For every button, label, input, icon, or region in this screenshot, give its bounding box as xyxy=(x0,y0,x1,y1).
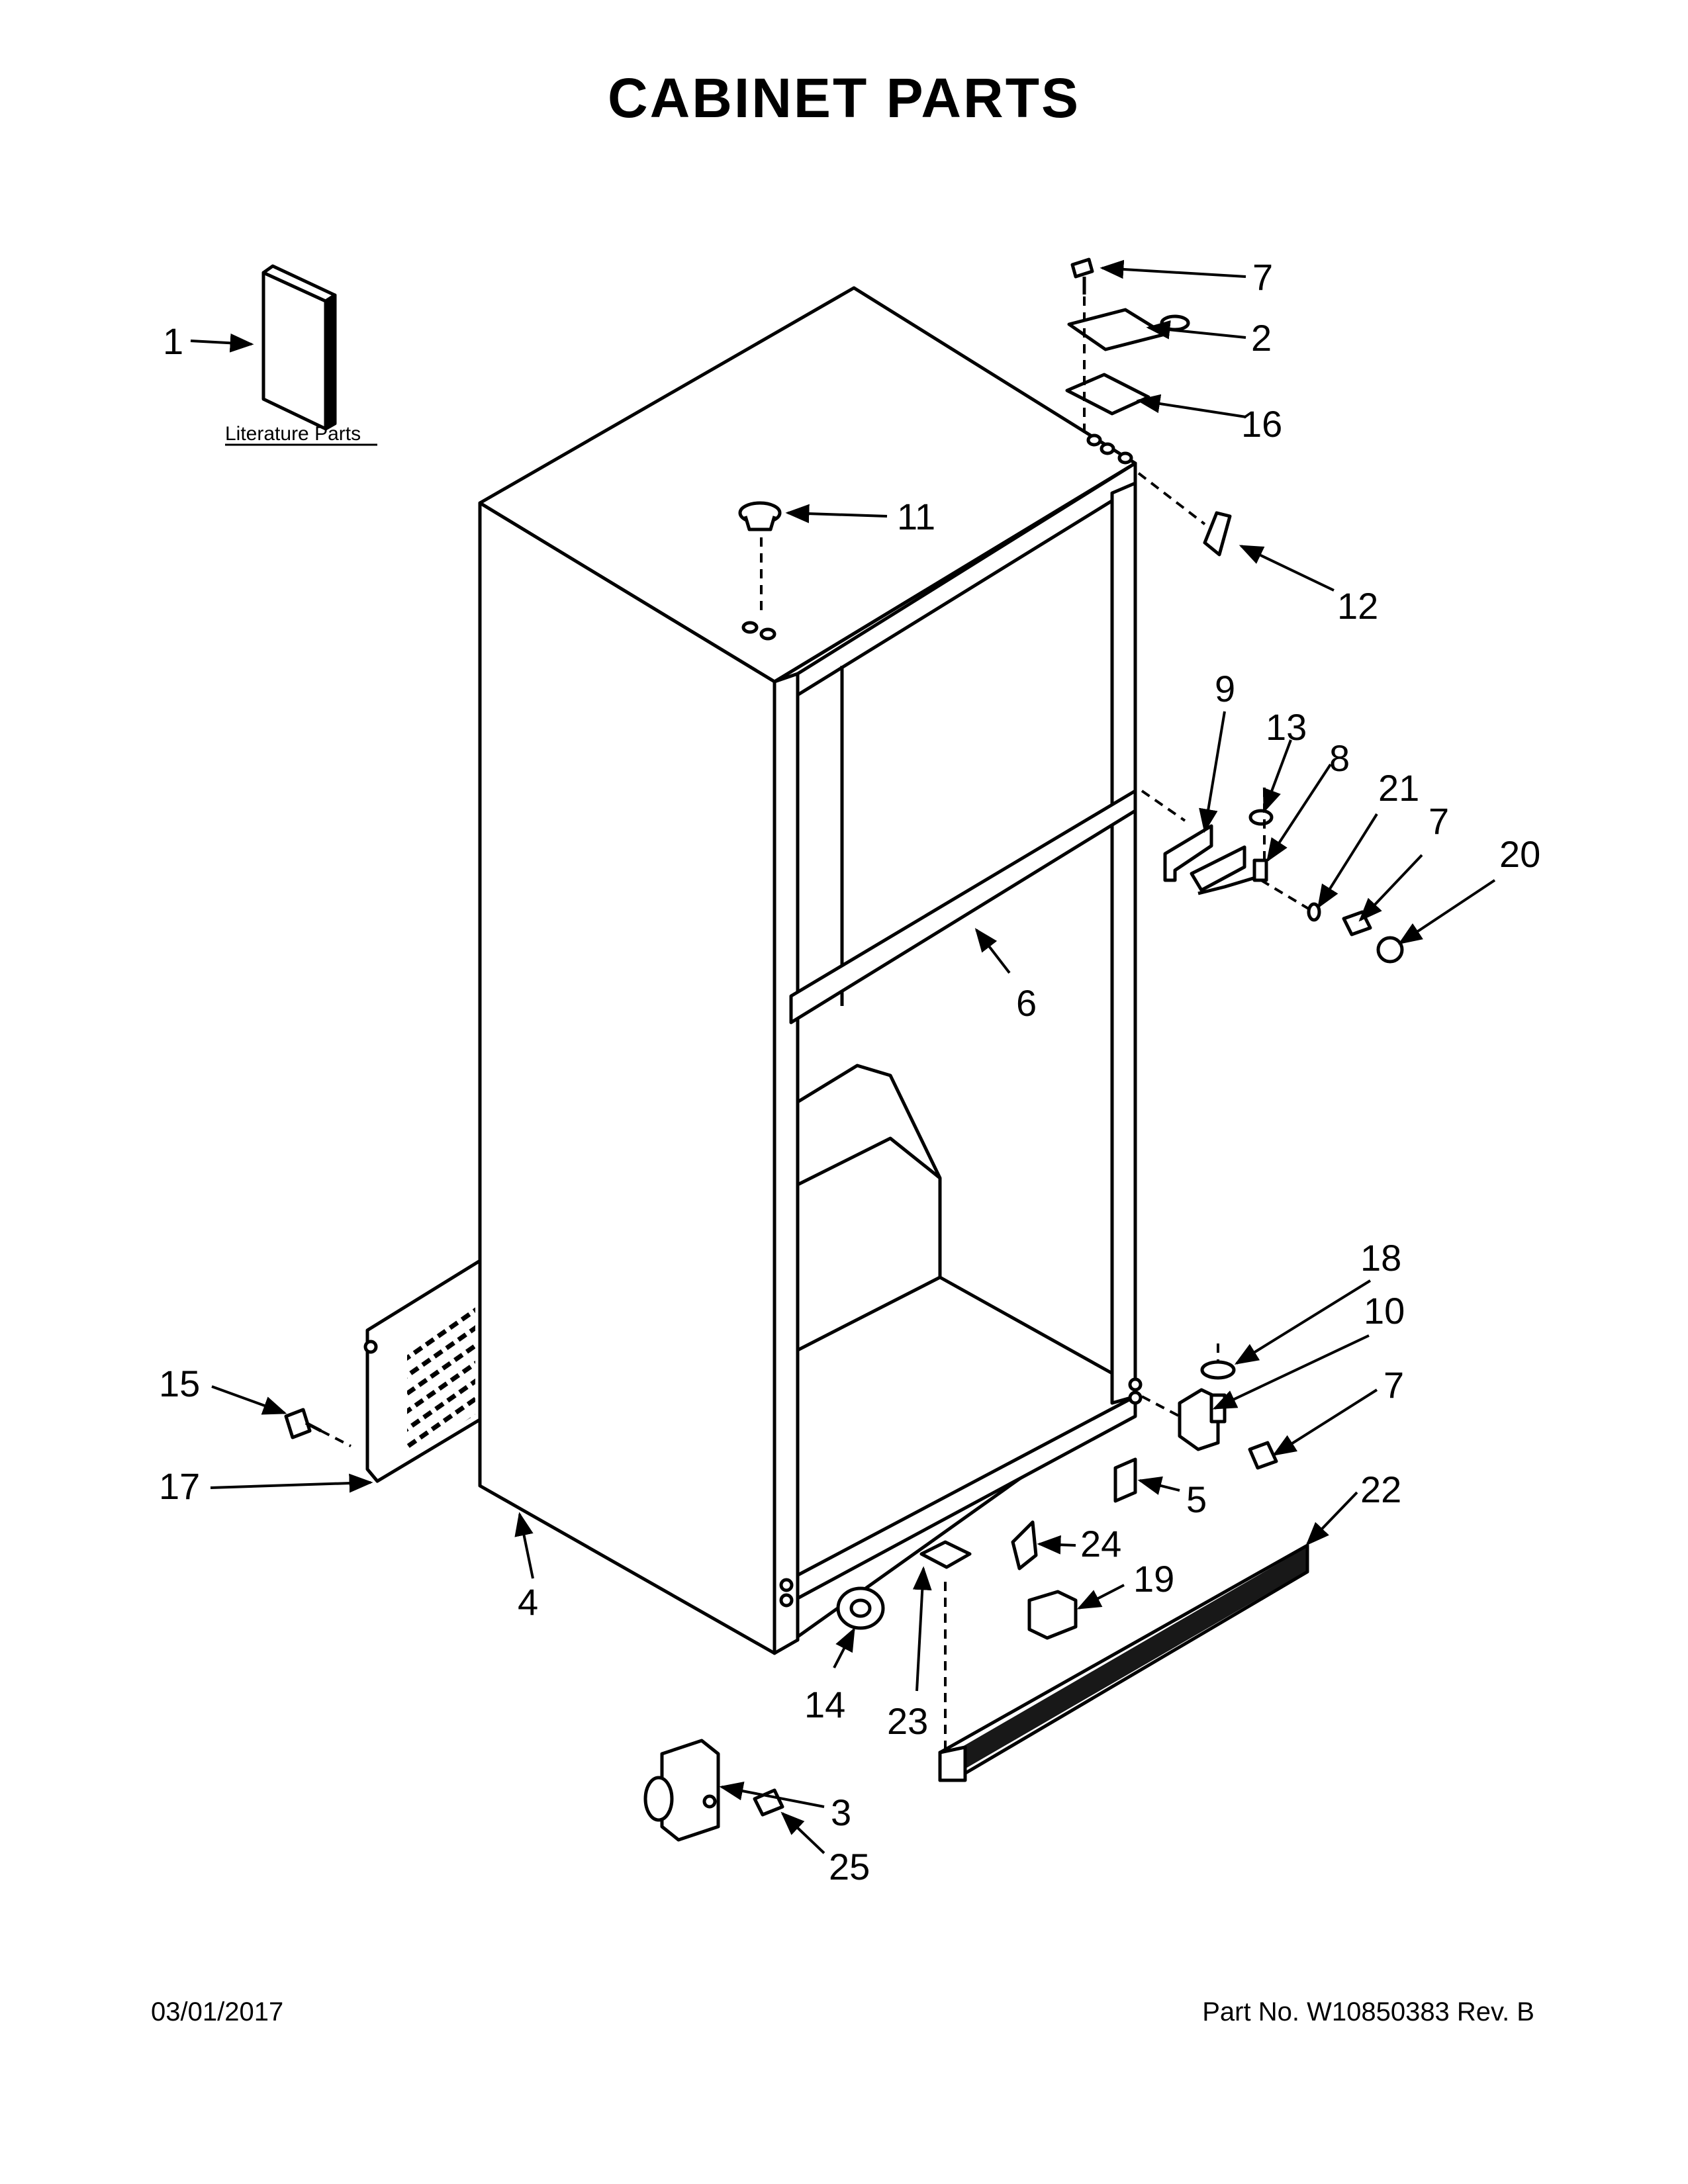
literature-booklet xyxy=(261,264,337,431)
callout-25: 25 xyxy=(829,1846,870,1888)
callout-24: 24 xyxy=(1080,1523,1121,1565)
washer-21 xyxy=(1307,902,1321,922)
screw-15 xyxy=(284,1408,322,1439)
callout-20: 20 xyxy=(1499,833,1540,875)
callout-8: 8 xyxy=(1329,737,1350,779)
callout-3: 3 xyxy=(831,1792,851,1833)
center-hinge-bracket xyxy=(1163,824,1258,895)
front-leveling-leg xyxy=(643,1739,720,1842)
page-title: CABINET PARTS xyxy=(607,67,1081,129)
callout-7-bottom: 7 xyxy=(1383,1364,1404,1406)
leveling-bracket-23 xyxy=(919,1540,972,1569)
callout-5: 5 xyxy=(1186,1479,1207,1520)
callout-13: 13 xyxy=(1266,706,1307,748)
assembly-lines xyxy=(320,296,1315,1751)
callout-22: 22 xyxy=(1360,1469,1401,1510)
callout-1: 1 xyxy=(163,320,183,362)
hinge-shim xyxy=(1065,373,1150,416)
footer-part-number: Part No. W10850383 Rev. B xyxy=(1202,1997,1534,2026)
callout-19: 19 xyxy=(1133,1558,1174,1600)
washer-18 xyxy=(1200,1360,1236,1380)
callout-7-middle: 7 xyxy=(1429,800,1449,842)
screw-bottom-hinge xyxy=(1248,1441,1278,1470)
cabinet-body xyxy=(478,286,1143,1655)
bottom-hinge xyxy=(1178,1388,1227,1451)
roller-14 xyxy=(836,1586,885,1630)
leader-arrows xyxy=(190,259,1496,1854)
callout-12: 12 xyxy=(1337,585,1378,627)
callout-23: 23 xyxy=(887,1700,928,1742)
callout-15: 15 xyxy=(159,1363,200,1404)
foam-block-19 xyxy=(1027,1590,1078,1640)
hinge-cover xyxy=(1203,511,1232,557)
spacer-5 xyxy=(1113,1457,1137,1503)
callout-7-top: 7 xyxy=(1252,256,1273,298)
callout-6: 6 xyxy=(1016,982,1037,1024)
callout-21: 21 xyxy=(1378,767,1419,809)
center-hinge-pin xyxy=(1252,858,1268,882)
callout-11: 11 xyxy=(897,496,935,537)
callout-16: 16 xyxy=(1241,403,1282,445)
hinge-cap-20 xyxy=(1376,936,1404,964)
callout-18: 18 xyxy=(1360,1237,1401,1279)
plug-button xyxy=(738,501,782,531)
callout-14: 14 xyxy=(804,1684,845,1725)
callout-4: 4 xyxy=(518,1581,538,1623)
washer-13 xyxy=(1248,809,1274,826)
clip-24 xyxy=(1011,1520,1038,1570)
callout-17: 17 xyxy=(159,1465,200,1507)
base-grille xyxy=(938,1543,1309,1782)
callout-10: 10 xyxy=(1364,1290,1405,1332)
footer-date: 03/01/2017 xyxy=(151,1997,284,2026)
callout-2: 2 xyxy=(1251,317,1272,359)
literature-parts-label: Literature Parts xyxy=(225,423,361,445)
screw-top-hinge xyxy=(1070,257,1094,295)
rear-access-panel xyxy=(363,1259,482,1483)
callout-9: 9 xyxy=(1215,668,1235,709)
